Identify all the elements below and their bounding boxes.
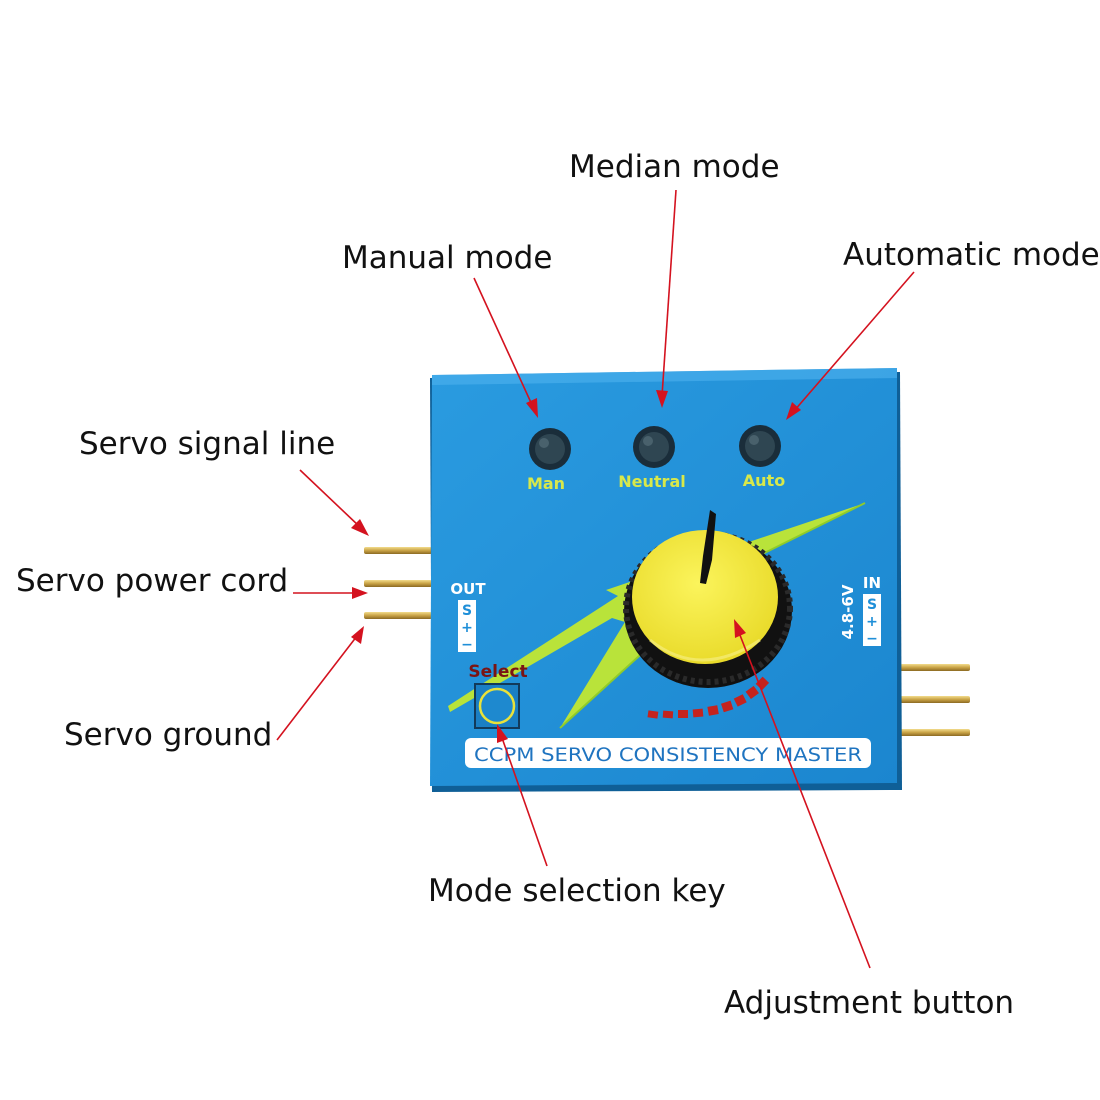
- arrow-servo-ground: [276, 626, 364, 741]
- out-pin-minus: −: [461, 637, 473, 653]
- out-pin-legend-box: [458, 600, 476, 652]
- servo-tester-board: Man Neutral Auto OUT S + − IN S + − 4.8-…: [430, 368, 902, 792]
- label-servo-signal-line: Servo signal line: [79, 426, 335, 462]
- led-label-neutral: Neutral: [618, 472, 685, 491]
- rotation-scale-marks: [647, 676, 770, 719]
- mode-selection-key[interactable]: [474, 683, 520, 729]
- out-label: OUT: [450, 580, 486, 598]
- board-top-edge: [432, 368, 897, 385]
- arrow-automatic-mode: [786, 271, 915, 420]
- led-label-man: Man: [527, 474, 565, 493]
- in-label: IN: [863, 574, 881, 592]
- callout-labels: Median mode Manual mode Automatic mode S…: [16, 149, 1100, 1021]
- select-label: Select: [468, 662, 527, 682]
- label-mode-selection-key: Mode selection key: [428, 873, 726, 909]
- label-median-mode: Median mode: [569, 149, 780, 185]
- out-pin-signal: [364, 547, 432, 554]
- arrow-servo-signal-line: [299, 469, 369, 536]
- label-automatic-mode: Automatic mode: [843, 237, 1100, 273]
- out-pin-plus: +: [461, 620, 473, 636]
- led-man: [529, 428, 571, 470]
- in-pin-signal: [900, 664, 970, 671]
- led-label-auto: Auto: [743, 471, 785, 490]
- in-pin-s: S: [867, 597, 877, 613]
- arrow-adjustment-button: [734, 619, 871, 969]
- in-header-pins: [900, 664, 970, 736]
- voltage-label: 4.8-6V: [839, 584, 857, 639]
- callout-arrows: [276, 189, 915, 969]
- in-pin-power: [900, 696, 970, 703]
- arrow-servo-power-cord: [293, 587, 368, 599]
- title-banner: [465, 738, 871, 768]
- out-header-pins: [364, 547, 432, 619]
- led-neutral: [633, 426, 675, 468]
- label-servo-power-cord: Servo power cord: [16, 563, 288, 599]
- in-pin-minus: −: [866, 631, 878, 647]
- knob-pointer: [700, 510, 716, 584]
- in-pin-plus: +: [866, 614, 878, 630]
- label-servo-ground: Servo ground: [64, 717, 272, 753]
- label-manual-mode: Manual mode: [342, 240, 552, 276]
- arrow-median-mode: [656, 189, 677, 408]
- label-adjustment-button: Adjustment button: [724, 985, 1014, 1021]
- out-pin-ground: [364, 612, 432, 619]
- board-title: CCPM SERVO CONSISTENCY MASTER: [474, 744, 862, 766]
- arrow-mode-selection-key: [497, 724, 548, 867]
- led-auto: [739, 425, 781, 467]
- in-pin-legend-box: [863, 594, 881, 646]
- arrow-manual-mode: [473, 277, 538, 418]
- out-pin-power: [364, 580, 432, 587]
- out-pin-s: S: [462, 603, 472, 619]
- in-pin-ground: [900, 729, 970, 736]
